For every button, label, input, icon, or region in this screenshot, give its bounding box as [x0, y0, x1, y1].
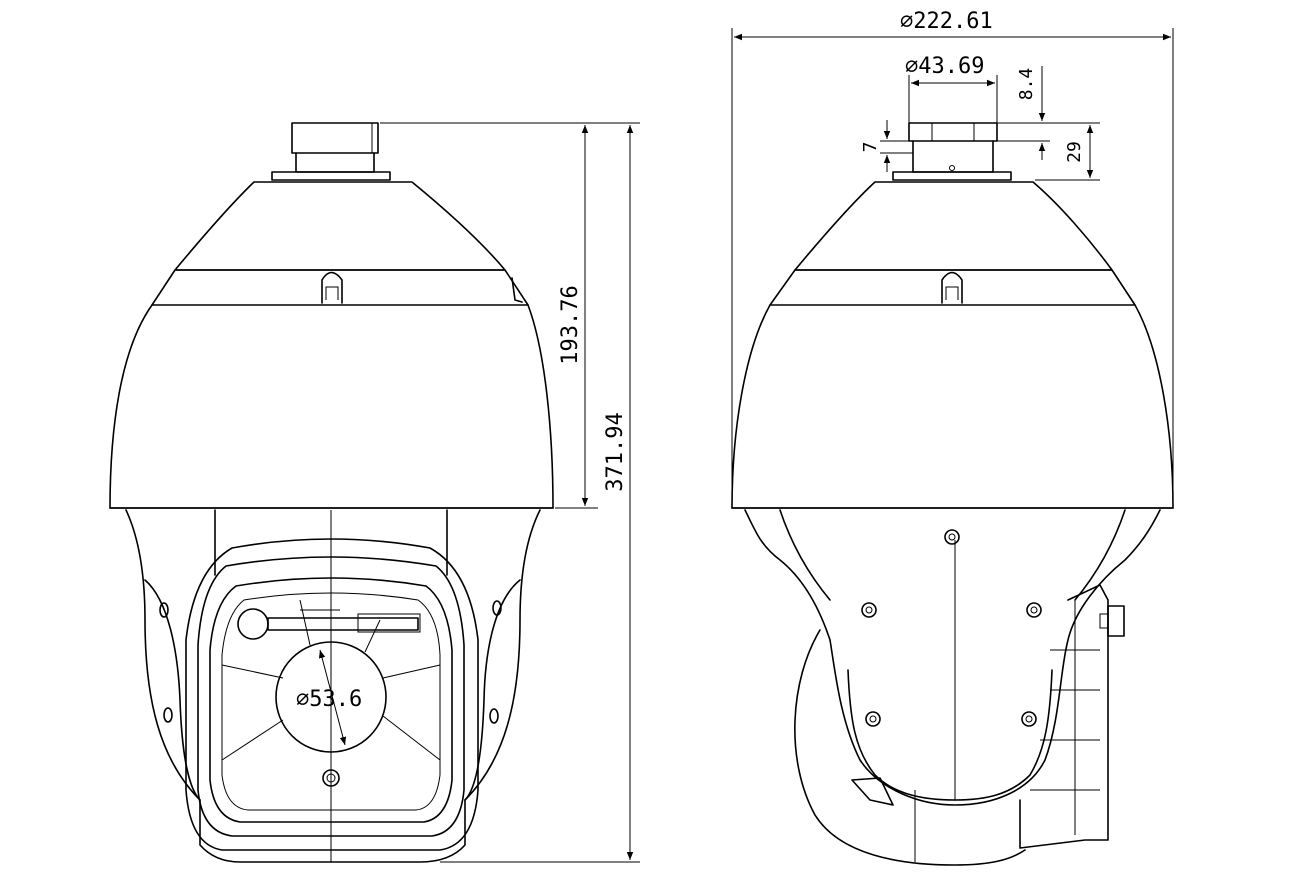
dim-flange: 7 [860, 120, 913, 172]
svg-text:∅53.6: ∅53.6 [296, 687, 362, 712]
diameter-symbol: ∅ [905, 54, 918, 79]
flange-value: 7 [860, 142, 881, 153]
side-mount-post [892, 122, 1012, 181]
side-view: ∅222.61 ∅43.69 8.4 29 [731, 9, 1174, 866]
dim-total-height: 371.94 [440, 122, 640, 863]
front-view: ∅53.6 193.76 371.94 [109, 122, 640, 863]
side-yoke-body [744, 509, 1161, 866]
dim-mount-diameter: ∅43.69 [905, 54, 998, 123]
overall-diameter-value: 222.61 [913, 9, 992, 34]
front-upper-dome [109, 181, 554, 509]
front-yoke-housing [125, 509, 541, 863]
diameter-symbol: ∅ [900, 9, 913, 34]
top-height-value: 193.76 [558, 285, 583, 364]
front-lens-window [185, 538, 479, 851]
svg-text:∅43.69: ∅43.69 [905, 54, 984, 79]
diameter-symbol: ∅ [296, 687, 309, 712]
svg-text:∅222.61: ∅222.61 [900, 9, 993, 34]
window-diameter-value: 53.6 [309, 687, 362, 712]
dim-top-height: 193.76 [380, 122, 598, 509]
side-dome [731, 181, 1174, 509]
total-height-value: 371.94 [603, 412, 628, 491]
mount-height-value: 29 [1064, 141, 1085, 163]
dim-mount-offset: 8.4 [997, 66, 1100, 160]
dim-mount-height: 29 [1035, 125, 1100, 181]
dim-window-diameter: ∅53.6 [296, 649, 362, 746]
front-mount-post [271, 122, 391, 181]
dim-overall-diameter: ∅222.61 [731, 9, 1174, 508]
mount-offset-value: 8.4 [1016, 68, 1037, 101]
mount-diameter-value: 43.69 [918, 54, 984, 79]
